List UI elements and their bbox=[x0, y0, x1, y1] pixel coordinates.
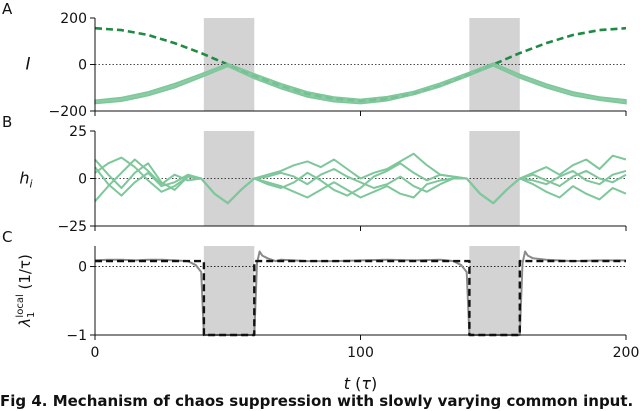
series-neuron-inputs bbox=[94, 62, 627, 105]
series-common-input bbox=[94, 26, 627, 103]
y-tick-label: −1 bbox=[66, 328, 87, 344]
series-neuron-2 bbox=[94, 154, 627, 205]
series-lyapunov-local bbox=[94, 250, 626, 336]
x-tick-label: 100 bbox=[347, 345, 374, 361]
y-axis-label: λ1local (1/τ) bbox=[15, 254, 37, 328]
series-neuron-3 bbox=[94, 156, 627, 205]
x-tick-label: 0 bbox=[91, 345, 100, 361]
series-lyapunov-theory bbox=[95, 259, 626, 337]
y-tick-label: −200 bbox=[49, 104, 87, 120]
x-axis-label: t (τ) bbox=[344, 374, 378, 392]
y-tick-label: 25 bbox=[69, 124, 87, 140]
panel-letter: B bbox=[2, 113, 12, 131]
y-tick-label: 200 bbox=[60, 11, 87, 27]
x-tick-label: 200 bbox=[613, 345, 640, 361]
series-neuron-1 bbox=[94, 152, 627, 205]
series-neuron-4 bbox=[94, 166, 627, 205]
y-tick-label: −25 bbox=[57, 219, 87, 235]
panel-letter: C bbox=[2, 228, 12, 246]
y-axis-label: I bbox=[25, 55, 30, 75]
y-tick-label: 0 bbox=[78, 260, 87, 276]
y-tick-label: 0 bbox=[78, 172, 87, 188]
y-tick-label: 0 bbox=[78, 58, 87, 74]
figure-caption: Fig 4. Mechanism of chaos suppression wi… bbox=[0, 392, 634, 410]
panel-letter: A bbox=[2, 0, 13, 18]
shaded-interval bbox=[203, 246, 255, 335]
panel-b: B −25 0 25 hi bbox=[2, 113, 627, 235]
shaded-interval bbox=[469, 246, 520, 335]
y-axis-label: hi bbox=[19, 169, 32, 191]
